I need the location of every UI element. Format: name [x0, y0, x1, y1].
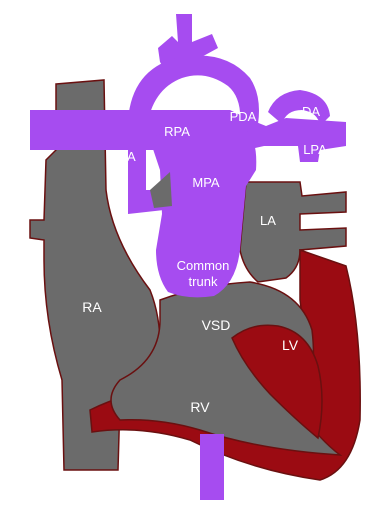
label-ra: RA — [82, 299, 102, 315]
label-rv: RV — [190, 399, 210, 415]
label-da: DA — [302, 104, 320, 119]
descending-aorta-shape — [200, 434, 224, 500]
label-la: LA — [260, 213, 276, 228]
label-common-trunk-line1: Common — [177, 258, 230, 273]
label-lv: LV — [282, 337, 299, 353]
label-aa: AA — [118, 149, 136, 164]
label-rpa: RPA — [164, 124, 190, 139]
label-common-trunk-line2: trunk — [189, 274, 218, 289]
label-vsd: VSD — [202, 317, 231, 333]
label-mpa: MPA — [192, 175, 220, 190]
label-pda: PDA — [230, 109, 257, 124]
label-lpa: LPA — [303, 142, 327, 157]
